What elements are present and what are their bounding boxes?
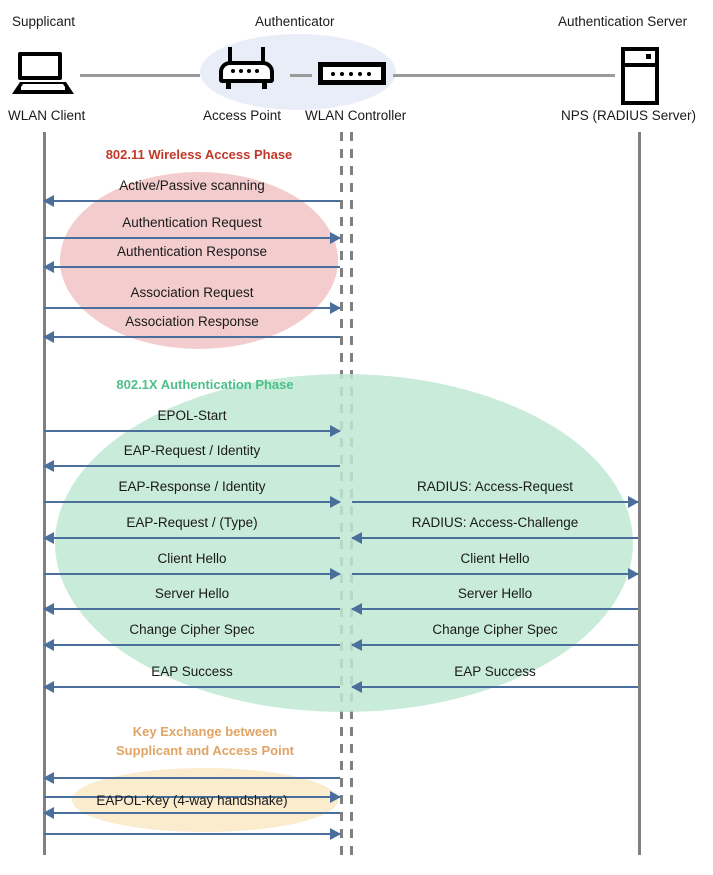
message-label: Change Cipher Spec [129, 622, 255, 637]
message-label: RADIUS: Access-Request [416, 479, 574, 494]
message-label: RADIUS: Access-Challenge [411, 515, 579, 530]
phase-8021x-title: 802.1X Authentication Phase [116, 377, 294, 392]
phase-8021x-blob [55, 374, 633, 712]
access-point-icon [219, 47, 274, 91]
message-label: Server Hello [154, 586, 230, 601]
message-label: Association Response [125, 314, 259, 329]
phase-keyexchange-title-line2: Supplicant and Access Point [116, 743, 294, 758]
actor-role-supplicant: Supplicant [12, 14, 76, 29]
actor-device-nps-radius: NPS (RADIUS Server) [561, 108, 697, 123]
actor-device-wlan-client: WLAN Client [8, 108, 86, 123]
phase-80211-title: 802.11 Wireless Access Phase [105, 147, 293, 162]
message-label: Client Hello [157, 551, 227, 566]
laptop-icon [12, 52, 74, 96]
server-icon [621, 47, 659, 105]
actor-device-access-point: Access Point [203, 108, 282, 123]
message-label: EAP-Response / Identity [118, 479, 266, 494]
message-label: Change Cipher Spec [432, 622, 558, 637]
actor-device-wlan-controller: WLAN Controller [305, 108, 407, 123]
message-label: Authentication Request [122, 215, 262, 230]
lifeline-auth-server [638, 132, 641, 855]
eapol-key-center-label: EAPOL-Key (4-way handshake) [96, 793, 288, 808]
message-label: Server Hello [457, 586, 533, 601]
controller-icon [318, 62, 386, 85]
message-label: EAP Success [454, 664, 536, 679]
actor-role-authentication-server: Authentication Server [558, 14, 688, 29]
link-client-ap [80, 74, 200, 77]
message-label: EAP Success [151, 664, 233, 679]
message-label: Association Request [130, 285, 254, 300]
message-label: EAP-Request / Identity [123, 443, 261, 458]
actor-role-authenticator: Authenticator [255, 14, 335, 29]
message-label: Authentication Response [116, 244, 268, 259]
link-ap-controller [290, 74, 312, 77]
message-label: Active/Passive scanning [119, 178, 265, 193]
lifeline-supplicant [43, 132, 46, 855]
phase-keyexchange-title-line1: Key Exchange between [132, 724, 278, 739]
message-label: EAP-Request / (Type) [126, 515, 258, 530]
message-label: Client Hello [460, 551, 530, 566]
link-controller-server [393, 74, 615, 77]
message-label: EPOL-Start [157, 408, 227, 423]
